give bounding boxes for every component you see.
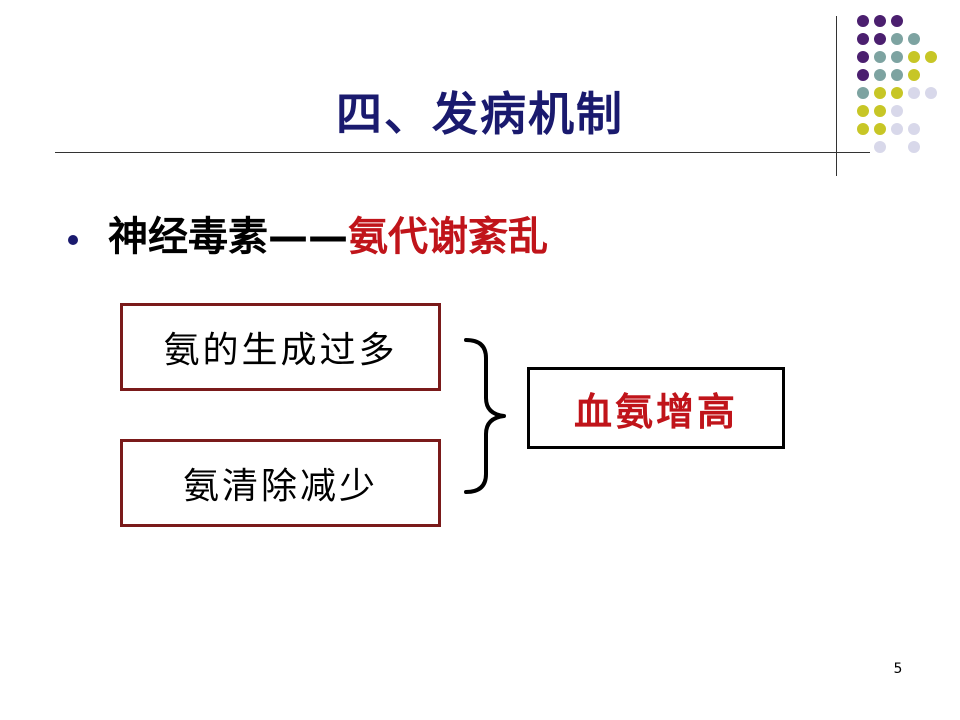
bullet-item: 神经毒素——氨代谢紊乱 xyxy=(68,205,548,261)
dot-row-8 xyxy=(874,141,920,153)
title-divider xyxy=(55,152,870,153)
dot-row-5 xyxy=(857,87,937,99)
page-number: 5 xyxy=(893,661,903,677)
dot-row-2 xyxy=(857,33,920,45)
dot-row-6 xyxy=(857,105,903,117)
cause-box-ammonia-overproduction: 氨的生成过多 xyxy=(120,303,441,391)
right-brace-icon xyxy=(464,338,506,494)
dot-row-3 xyxy=(857,51,937,63)
bullet-icon xyxy=(68,235,78,245)
dot-row-4 xyxy=(857,69,920,81)
result-box-hyperammonemia: 血氨增高 xyxy=(527,367,785,449)
dot-row-7 xyxy=(857,123,920,135)
cause-box-ammonia-clearance-reduced: 氨清除减少 xyxy=(120,439,441,527)
dot-row-1 xyxy=(857,15,903,27)
vertical-divider xyxy=(836,16,837,176)
decorative-dot-grid xyxy=(857,15,937,153)
slide-title: 四、发病机制 xyxy=(336,87,624,141)
bullet-highlight: 氨代谢紊乱 xyxy=(348,214,548,260)
bullet-prefix: 神经毒素—— xyxy=(108,214,348,260)
bullet-text: 神经毒素——氨代谢紊乱 xyxy=(108,204,548,262)
